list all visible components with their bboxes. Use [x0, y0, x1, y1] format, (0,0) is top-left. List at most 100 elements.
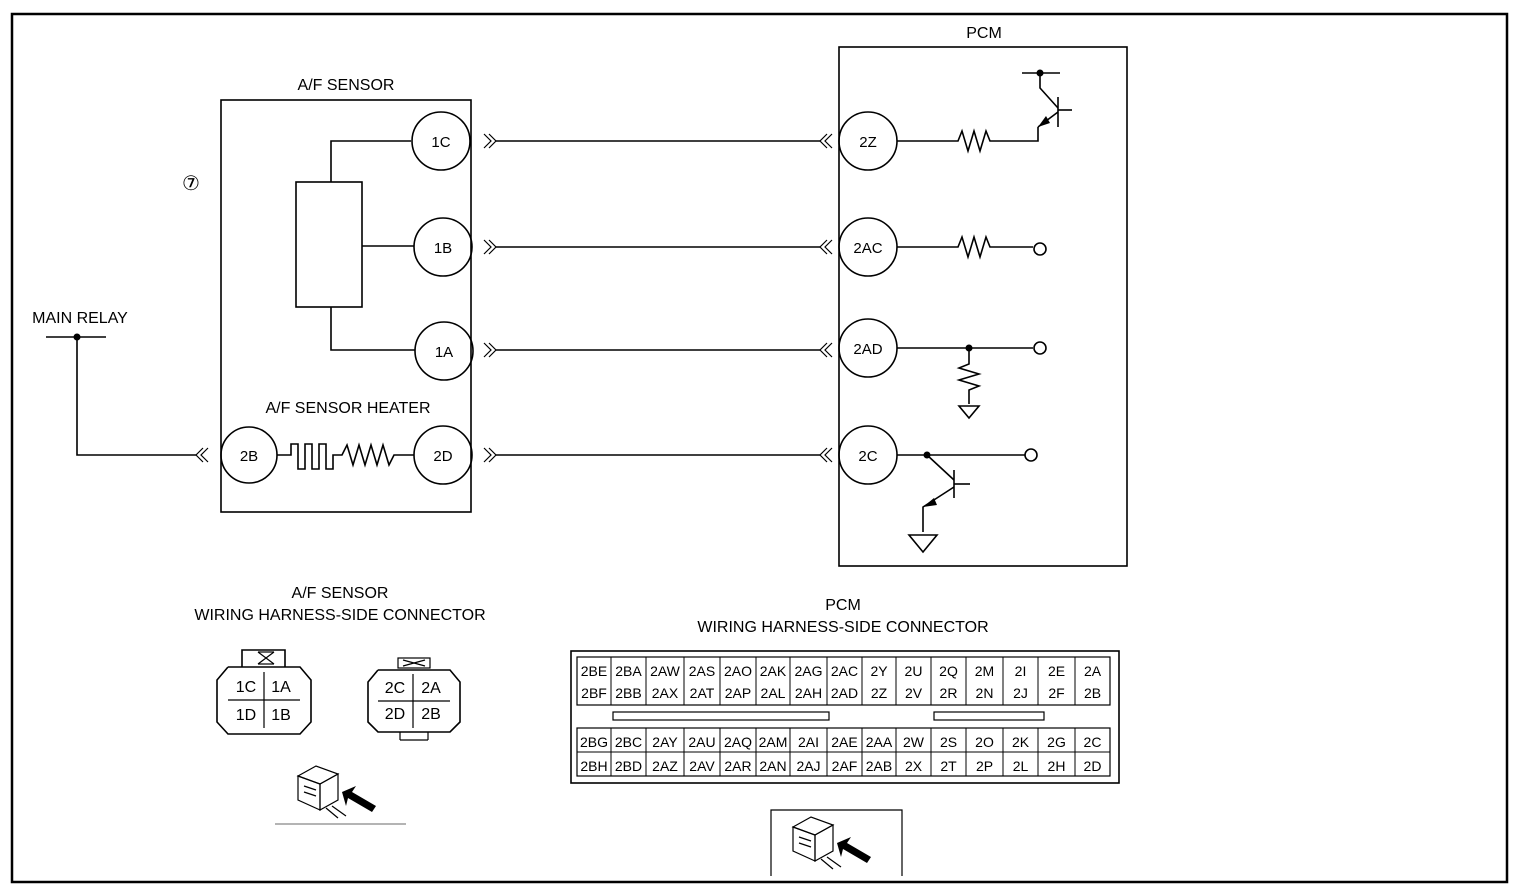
pcm-connector-pin-2ah: 2AH [795, 685, 822, 701]
harness-wire-1c-2z [483, 133, 833, 149]
pcm-connector-pin-2x: 2X [905, 758, 923, 774]
pcm-connector-pin-2bd: 2BD [615, 758, 642, 774]
pcm-connector-pin-2ag: 2AG [794, 663, 822, 679]
pcm-connector-pin-2ai: 2AI [798, 734, 819, 750]
pin-2b-label: 2B [240, 448, 258, 465]
connector-view-direction-icon [296, 765, 376, 819]
af-connector-pin-1a: 1A [271, 679, 291, 696]
pcm-connector-pin-2ab: 2AB [866, 758, 892, 774]
af-connector-pin-1c: 1C [236, 679, 256, 696]
circuit-marker: ⑦ [182, 173, 200, 195]
pcm-connector-upper-block [576, 656, 1111, 706]
pin-2ac-label: 2AC [853, 240, 882, 257]
pcm-connector-pin-2g: 2G [1047, 734, 1066, 750]
pcm-connector-pin-2af: 2AF [832, 758, 858, 774]
pcm-connector-pin-2l: 2L [1013, 758, 1029, 774]
harness-wire-1a-2ad [483, 342, 833, 358]
pcm-connector-pin-2v: 2V [905, 685, 923, 701]
pcm-connector-pin-2bh: 2BH [580, 758, 607, 774]
af-sensor-box [220, 99, 472, 513]
pcm-connector-pin-2as: 2AS [689, 663, 715, 679]
pin-2c-label: 2C [858, 448, 877, 465]
af-connector-right-block [367, 657, 461, 741]
af-connector-title-line1: A/F SENSOR [292, 585, 389, 602]
pcm-connector-pin-2e: 2E [1048, 663, 1065, 679]
pcm-connector-pin-2ax: 2AX [652, 685, 679, 701]
af-connector-pin-1d: 1D [236, 707, 256, 724]
af-sensor-heater-label: A/F SENSOR HEATER [265, 400, 430, 417]
pin-2z-label: 2Z [859, 134, 877, 151]
af-connector-pin-2c: 2C [385, 680, 405, 697]
pcm-connector-pin-2ad: 2AD [831, 685, 858, 701]
pcm-connector-pin-2am: 2AM [759, 734, 788, 750]
lead-1a [330, 307, 415, 351]
pin-1a-label: 1A [435, 344, 453, 361]
pcm-connector-pin-2z: 2Z [871, 685, 888, 701]
pcm-connector-pin-2an: 2AN [759, 758, 786, 774]
pcm-connector-pin-2ay: 2AY [652, 734, 678, 750]
pcm-connector-pin-2ar: 2AR [724, 758, 751, 774]
pin-1c-circle [411, 111, 471, 171]
pcm-connector-pin-2aa: 2AA [866, 734, 893, 750]
connector-mark-2b [200, 447, 209, 463]
harness-wire-2d-2c [483, 447, 833, 463]
pcm-connector-pin-2u: 2U [905, 663, 923, 679]
pin-2d-label: 2D [433, 448, 452, 465]
pcm-connector-pin-2az: 2AZ [652, 758, 678, 774]
af-connector-left-block [216, 649, 312, 735]
pcm-connector-key-right [933, 711, 1045, 721]
pcm-view-direction-box [770, 809, 903, 876]
sensor-element [295, 181, 363, 308]
pcm-connector-pin-2q: 2Q [939, 663, 958, 679]
pcm-connector-frame [570, 650, 1120, 784]
connector-mark-2b-b [195, 447, 204, 463]
af-connector-pin-1b: 1B [271, 707, 291, 724]
pcm-connector-pin-2aw: 2AW [650, 663, 681, 679]
pcm-connector-pin-2n: 2N [976, 685, 994, 701]
pcm-connector-key-left [612, 711, 830, 721]
pcm-connector-title-line2: WIRING HARNESS-SIDE CONNECTOR [697, 619, 988, 636]
pcm-connector-pin-2ae: 2AE [831, 734, 857, 750]
pcm-connector-pin-2ba: 2BA [615, 663, 642, 679]
pcm-connector-pin-2at: 2AT [690, 685, 715, 701]
pcm-connector-pin-2bf: 2BF [581, 685, 607, 701]
pcm-connector-pin-2m: 2M [975, 663, 994, 679]
lead-1c [330, 140, 411, 182]
af-connector-pin-2d: 2D [385, 706, 405, 723]
pcm-connector-pin-2t: 2T [940, 758, 957, 774]
af-connector-pin-2a: 2A [421, 680, 441, 697]
pcm-connector-pin-2ap: 2AP [725, 685, 751, 701]
pin-1b-circle [413, 217, 473, 277]
pcm-connector-pin-2al: 2AL [761, 685, 786, 701]
pcm-2ac-circuit [897, 234, 1047, 260]
pcm-connector-pin-2r: 2R [940, 685, 958, 701]
main-relay-label: MAIN RELAY [32, 310, 128, 327]
outer-frame [10, 12, 1509, 884]
pcm-connector-grid [577, 657, 1110, 776]
pcm-2ad-circuit [897, 341, 1047, 420]
pcm-connector-pin-2ao: 2AO [724, 663, 752, 679]
pcm-connector-pin-2bb: 2BB [615, 685, 641, 701]
pcm-connector-pin-2bg: 2BG [580, 734, 608, 750]
af-sensor-title: A/F SENSOR [298, 77, 395, 94]
pcm-connector-pin-2aq: 2AQ [724, 734, 752, 750]
pcm-connector-pin-2a: 2A [1084, 663, 1102, 679]
pcm-connector-pin-2av: 2AV [689, 758, 715, 774]
pcm-connector-pin-2y: 2Y [870, 663, 888, 679]
pcm-connector-pin-2be: 2BE [581, 663, 607, 679]
pcm-connector-pin-2au: 2AU [688, 734, 715, 750]
pin-1a-circle [414, 321, 474, 381]
pcm-connector-pin-2ac: 2AC [831, 663, 858, 679]
af-connector-pin-2b: 2B [421, 706, 441, 723]
pcm-connector-title-line1: PCM [825, 597, 861, 614]
pin-2ad-label: 2AD [853, 341, 882, 358]
pcm-connector-pin-2s: 2S [940, 734, 957, 750]
pcm-connector-pin-2p: 2P [976, 758, 993, 774]
pcm-connector-pin-2aj: 2AJ [796, 758, 820, 774]
pcm-connector-pin-2o: 2O [975, 734, 994, 750]
pcm-2c-circuit [897, 448, 1038, 554]
pcm-connector-pin-2h: 2H [1048, 758, 1066, 774]
wire-main-relay-2b [76, 337, 196, 456]
